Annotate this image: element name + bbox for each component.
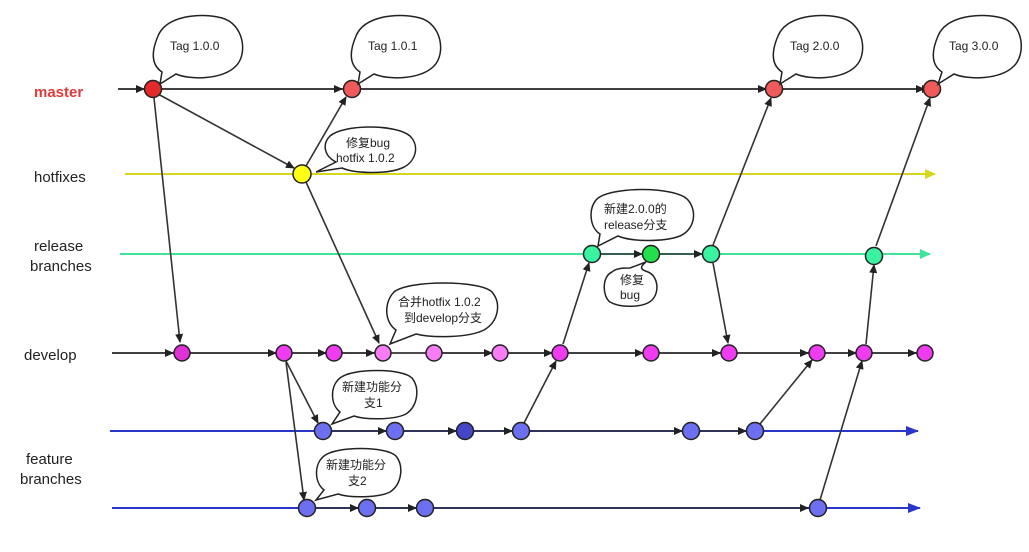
commit-develop [720,344,738,362]
arrow-develop-to-release-2 [865,264,878,345]
commit-master-100 [143,79,163,99]
arrow-feature1-to-develop [523,360,557,424]
lane-label-release-line2: branches [30,258,92,275]
arrow-hotfix-to-master [305,96,347,167]
commit-develop [325,344,343,362]
commit-release-3 [701,244,721,264]
arrow-feature1b-to-develop [759,359,813,425]
hotfix-callout-line1: 修复bug [346,135,390,150]
callout-merge-hotfix [386,282,499,346]
commit-feature-1 [681,421,701,441]
commit-feature-2 [415,498,435,518]
commit-develop [275,344,293,362]
commit-feature-1 [745,421,765,441]
arrow-release-to-develop [712,262,731,344]
callout-tag-300 [932,14,1022,86]
arrow-develop-to-feature-1 [285,360,319,424]
arrow-feature2-to-develop [819,360,864,501]
lane-label-release-line1: release [34,238,83,255]
arrow-master-to-hotfix [157,93,295,169]
merge-hotfix-callout-line2: 到develop分支 [404,311,482,325]
tag-300-label: Tag 3.0.0 [949,39,999,53]
commit-develop [491,344,509,362]
arrow-release-2-to-master [875,97,932,247]
callout-tag-200 [772,14,864,86]
release-new-callout-line2: release分支 [604,218,667,232]
lane-label-feature-line1: feature [26,451,73,468]
commit-develop [916,344,934,362]
commit-release-1 [582,244,602,264]
tag-101-label: Tag 1.0.1 [368,39,418,53]
feature-1-callout-line2: 支1 [364,396,383,410]
commit-develop [808,344,826,362]
commit-develop [551,344,569,362]
feature-2-callout-line1: 新建功能分 [326,457,386,472]
callout-tag-101 [350,14,442,86]
commit-master-300 [922,79,942,99]
lane-label-hotfixes: hotfixes [34,169,86,186]
commit-feature-2 [297,498,317,518]
tag-200-label: Tag 2.0.0 [790,39,840,53]
lane-label-develop: develop [24,347,77,364]
commit-develop [374,344,392,362]
merge-hotfix-callout-line1: 合并hotfix 1.0.2 [398,294,481,309]
commit-release-2 [641,244,661,264]
callout-release-new [590,188,695,248]
lane-label-master: master [34,84,83,101]
commit-master-200 [764,79,784,99]
release-new-callout-line1: 新建2.0.0的 [604,201,667,216]
commit-develop [642,344,660,362]
commit-develop [425,344,443,362]
callout-release-fix [603,261,658,307]
arrow-hotfix-to-develop [305,181,380,344]
feature-1-callout-line1: 新建功能分 [342,379,402,394]
callout-feature-1 [330,369,418,426]
commit-release-4 [864,246,884,266]
release-fix-callout-line2: bug [620,288,640,302]
release-fix-callout-line1: 修复 [620,272,644,287]
callout-feature-2 [313,447,402,502]
tag-100-label: Tag 1.0.0 [170,39,220,53]
arrow-master-to-develop [153,97,184,343]
commit-master-101 [342,79,362,99]
commit-feature-2 [808,498,828,518]
commit-feature-1 [385,421,405,441]
feature-2-callout-line2: 支2 [348,474,367,488]
lane-label-feature-line2: branches [20,471,82,488]
arrow-release-to-master [712,97,772,246]
callout-hotfix [315,126,417,174]
arrow-develop-to-release [562,262,591,345]
arrow-develop-to-feature-2 [285,361,307,501]
commit-hotfix [292,164,312,184]
commit-develop [173,344,191,362]
callout-tag-100 [152,14,244,86]
commit-feature-1 [455,421,475,441]
hotfix-callout-line2: hotfix 1.0.2 [336,151,395,165]
commit-develop [855,344,873,362]
commit-feature-2 [357,498,377,518]
commit-feature-1 [313,421,333,441]
commit-feature-1 [511,421,531,441]
